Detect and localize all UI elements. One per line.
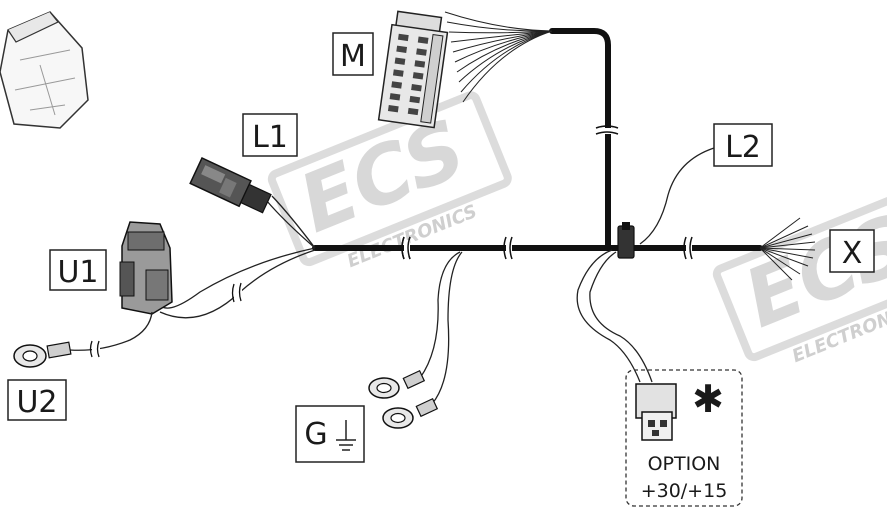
- connector-m: [377, 10, 449, 129]
- watermark-right: ECS ELECTRONICS: [712, 186, 887, 367]
- connector-l1-wires: [265, 195, 316, 249]
- parts-bag-icon: [0, 11, 89, 129]
- option-label: OPTION: [648, 453, 721, 475]
- connector-l1: [189, 157, 272, 214]
- svg-text:G: G: [304, 417, 327, 452]
- break-marks: [401, 125, 693, 260]
- ground-wires: [419, 251, 463, 405]
- terminal-u2-wire: [69, 311, 153, 351]
- label-g: G: [295, 405, 365, 463]
- terminal-u2-break: [89, 340, 100, 358]
- label-l2: L2: [713, 123, 773, 167]
- option-box: [625, 369, 743, 507]
- option-asterisk-icon: ✱: [692, 377, 724, 421]
- svg-text:X: X: [842, 236, 863, 271]
- l2-wire: [639, 147, 715, 245]
- svg-text:M: M: [340, 39, 366, 74]
- x-fanout-wires: [759, 217, 816, 281]
- main-trunk-wire: [312, 28, 763, 251]
- label-x: X: [829, 229, 875, 273]
- svg-text:U2: U2: [16, 385, 57, 420]
- ground-symbol-icon: [336, 420, 356, 451]
- watermark-center: ECS ELECTRONICS: [267, 91, 512, 272]
- option-wires: [576, 249, 653, 383]
- ground-terminal-2: [382, 397, 439, 429]
- label-m: M: [332, 32, 374, 76]
- connector-u1: [119, 221, 173, 315]
- option-connector: [635, 383, 677, 441]
- svg-text:L1: L1: [252, 120, 288, 155]
- option-voltage-label: +30/+15: [641, 480, 728, 502]
- terminal-u2: [13, 341, 72, 368]
- connector-u1-wires: [157, 247, 316, 319]
- u1-break-mark: [231, 282, 242, 303]
- label-u1: U1: [49, 249, 107, 291]
- connector-m-wires: [444, 11, 553, 103]
- svg-text:U1: U1: [57, 255, 98, 290]
- label-u2: U2: [7, 379, 67, 421]
- svg-text:L2: L2: [725, 130, 761, 165]
- label-l1: L1: [242, 113, 298, 157]
- ground-terminal-1: [368, 369, 426, 399]
- junction-clip: [617, 222, 635, 259]
